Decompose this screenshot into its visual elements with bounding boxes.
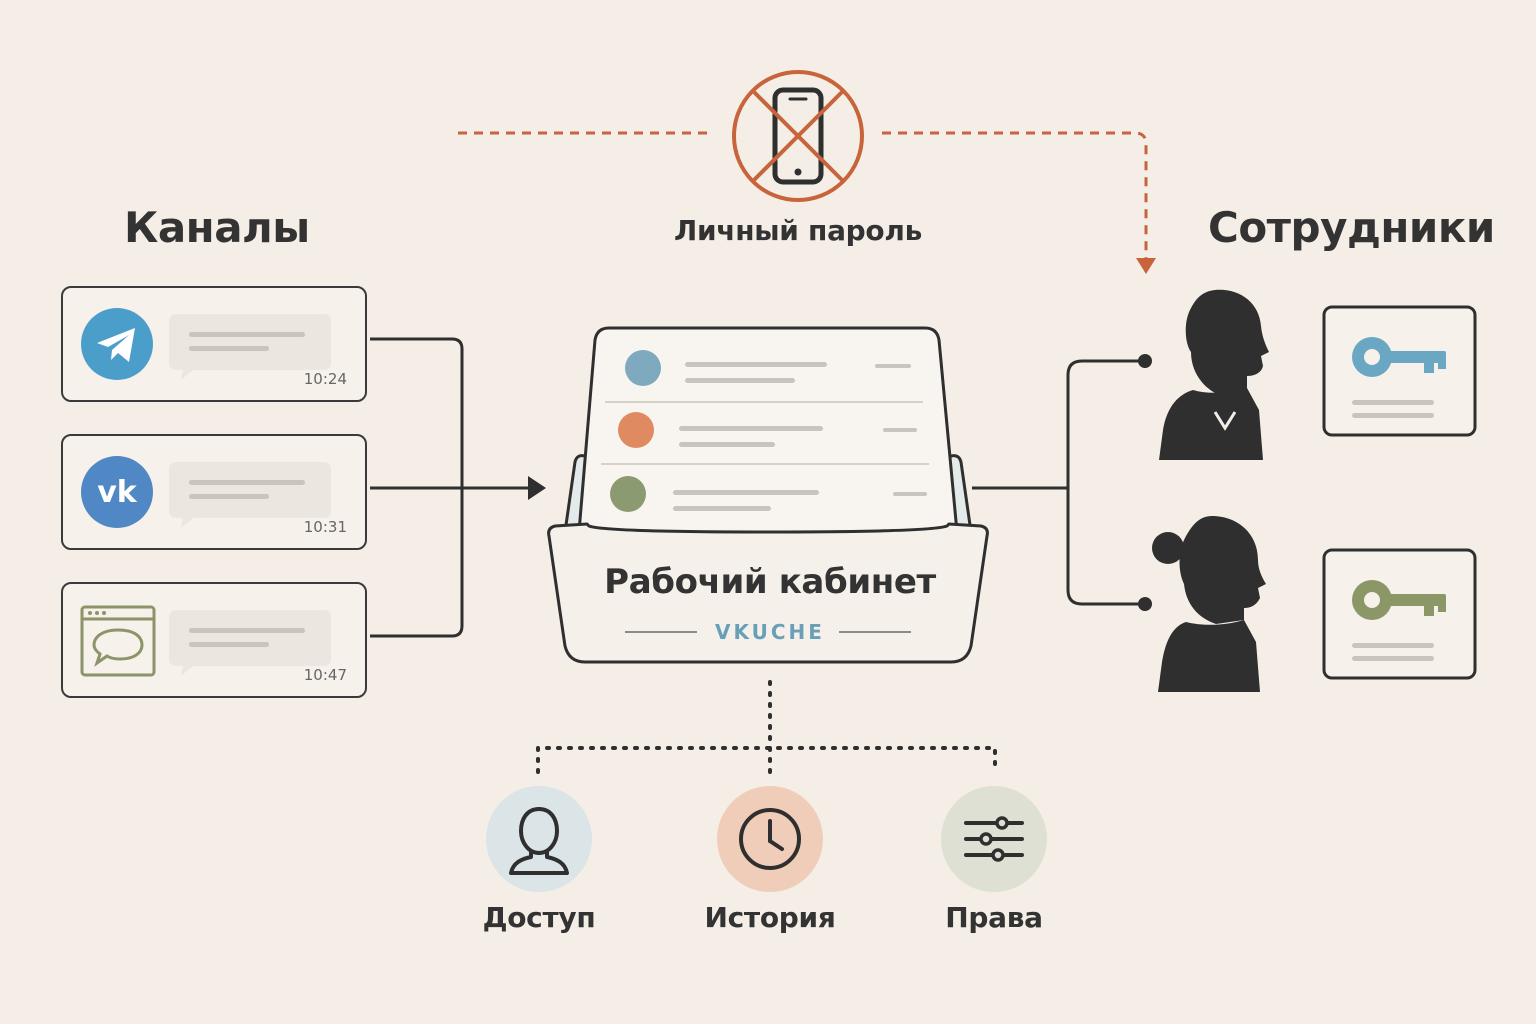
clock-icon[interactable] bbox=[716, 785, 824, 893]
svg-text:vk: vk bbox=[97, 475, 138, 510]
brand-logo: VKUCHE bbox=[715, 620, 825, 644]
dashed-orange-line-right bbox=[882, 131, 1148, 258]
sliders-icon[interactable] bbox=[940, 785, 1048, 893]
message-bubble bbox=[169, 462, 331, 528]
feature-label-rights: Права bbox=[945, 901, 1043, 934]
workspace-inbox[interactable] bbox=[545, 322, 991, 668]
man-avatar-icon bbox=[1159, 289, 1269, 460]
arrow-head-icon bbox=[528, 476, 546, 500]
key-card-2[interactable] bbox=[1322, 548, 1477, 680]
dotted-features-line bbox=[536, 746, 997, 774]
employees-heading: Сотрудники bbox=[1208, 203, 1495, 252]
personal-password-label: Личный пароль bbox=[674, 214, 922, 247]
woman-avatar-icon bbox=[1152, 516, 1266, 692]
telegram-icon bbox=[81, 308, 153, 380]
vk-icon: vk bbox=[81, 456, 153, 528]
message-time: 10:47 bbox=[303, 666, 347, 684]
message-time: 10:24 bbox=[303, 370, 347, 388]
employees-bracket-line bbox=[1066, 359, 1145, 606]
orange-arrow-icon bbox=[1136, 258, 1156, 274]
workspace-title: Рабочий кабинет bbox=[604, 562, 936, 602]
channel-card-telegram[interactable]: 10:24 bbox=[61, 286, 367, 402]
user-icon[interactable] bbox=[485, 785, 593, 893]
channels-heading: Каналы bbox=[124, 203, 310, 252]
message-time: 10:31 bbox=[303, 518, 347, 536]
message-bubble bbox=[169, 314, 331, 380]
feature-label-access: Доступ bbox=[482, 901, 596, 934]
channel-card-vk[interactable]: vk 10:31 bbox=[61, 434, 367, 550]
connector-dot-top bbox=[1138, 354, 1152, 368]
connector-dot-bottom bbox=[1138, 597, 1152, 611]
channel-card-web-chat[interactable]: 10:47 bbox=[61, 582, 367, 698]
no-phone-icon bbox=[732, 70, 864, 202]
web-chat-icon bbox=[80, 605, 156, 677]
message-bubble bbox=[169, 610, 331, 676]
feature-label-history: История bbox=[704, 901, 836, 934]
key-card-1[interactable] bbox=[1322, 305, 1477, 437]
